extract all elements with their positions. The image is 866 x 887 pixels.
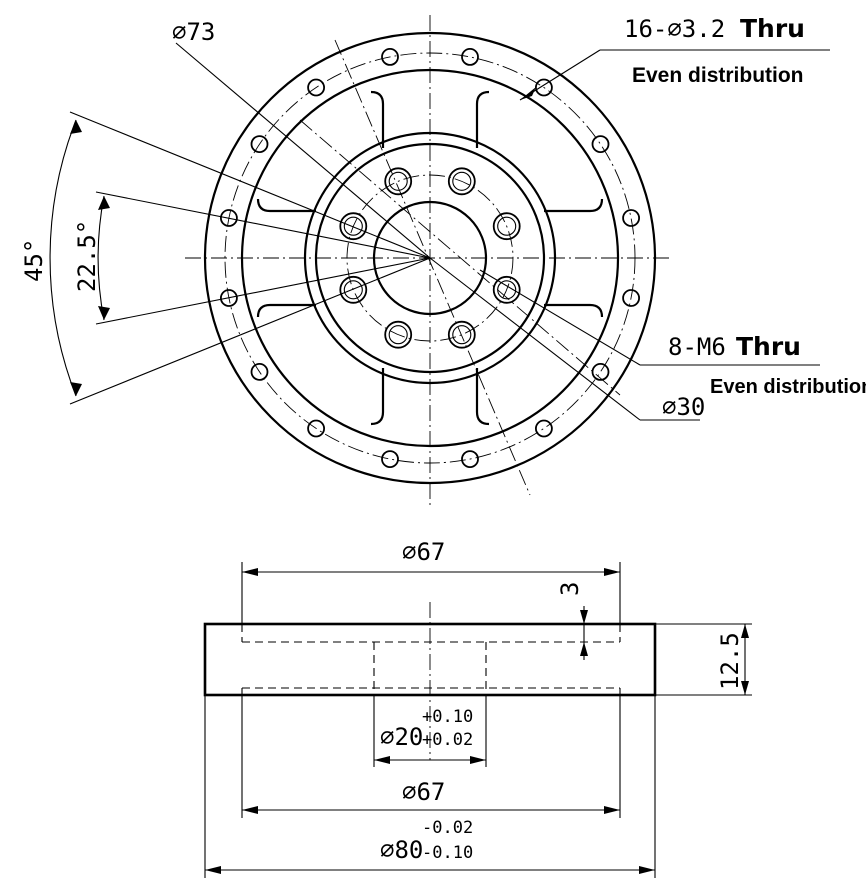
pocket-ribs [256,90,604,426]
top-view [49,15,830,505]
side-view [203,562,752,878]
outer-hole [250,135,269,154]
outer-hole [622,289,640,307]
tapped-hole-thread [343,216,363,236]
label-tapped-holes-thru: Thru [736,332,801,361]
tapped-hole [492,275,521,304]
tapped-hole-thread [497,216,517,236]
outer-hole [219,289,238,307]
label-outer-holes-count: 16-⌀3.2 [624,15,725,43]
outer-hole [591,135,610,154]
hub-inner-ring [314,142,546,374]
label-bore: ⌀20 [380,723,423,751]
tapped-hole-thread [388,325,408,345]
label-angle-small: 22.5° [73,220,101,292]
outer-hole [535,78,553,97]
tapped-hole [447,320,476,349]
inner-bolt-circle [346,174,514,342]
tapped-hole-thread [452,171,472,191]
outer-hole [591,362,610,381]
tapped-holes [339,167,521,349]
leader-pcd-outer [175,42,431,259]
leader-pcd-inner [429,257,641,421]
angle-dimensions [49,111,431,405]
outer-rim [203,31,657,485]
label-od-tol-lower: -0.10 [422,843,473,863]
label-outer-diameter: ⌀80 [380,836,423,864]
outer-hole [250,362,269,381]
tapped-hole [339,212,368,241]
label-angle-large: 45° [20,239,48,282]
tapped-hole-thread [497,280,517,300]
outer-hole [461,450,479,469]
label-bore-tol-lower: +0.02 [422,730,473,750]
label-pcd-outer: ⌀73 [172,18,215,46]
tapped-hole [339,275,368,304]
tapped-hole [384,167,413,196]
label-outer-holes-note: Even distribution [632,64,804,87]
label-tapped-holes-count: 8-M6 [668,333,726,361]
label-pcd-inner: ⌀30 [662,393,705,421]
leader-outer-holes-arrow [520,87,536,100]
outer-hole [307,78,326,97]
center-bore [372,200,488,316]
diagonal-centerline-b [299,119,621,396]
outer-holes [219,48,640,469]
outer-hole [622,209,640,227]
tapped-hole-thread [452,325,472,345]
outer-hole [535,419,553,438]
hub-outer [303,131,557,385]
leader-tapped-holes [479,269,641,366]
label-thickness: 12.5 [716,632,744,690]
label-od-tol-upper: -0.02 [422,818,473,838]
outer-hole [219,209,238,227]
outer-hole [461,48,479,66]
diagonal-centerline-a [334,39,531,496]
outer-hole [381,450,399,469]
tapped-hole-thread [343,280,363,300]
tapped-hole [384,320,413,349]
inner-rim [240,68,620,448]
label-outer-holes-thru: Thru [740,14,805,43]
label-top-width: ⌀67 [402,538,445,566]
label-step-depth: 3 [556,582,584,596]
tapped-hole-thread [388,171,408,191]
outer-bolt-circle [224,52,636,464]
outer-hole [381,48,399,66]
tapped-hole [447,167,476,196]
label-tapped-holes-note: Even distribution [710,376,866,398]
outer-hole [307,419,326,438]
tapped-hole [492,212,521,241]
label-bore-tol-upper: +0.10 [422,707,473,727]
label-bottom-width: ⌀67 [402,778,445,806]
